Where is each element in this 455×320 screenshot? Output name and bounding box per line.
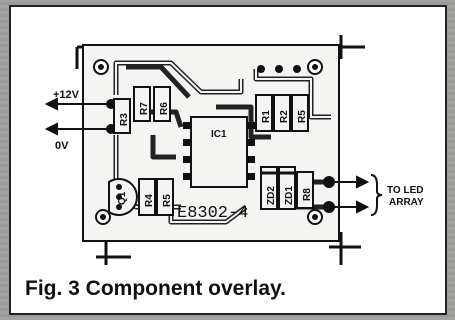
resistor-r3: R3 <box>113 98 131 134</box>
output-label-line1: TO LED <box>387 185 423 196</box>
resistor-r4: R4 <box>138 178 156 216</box>
resistor-block <box>257 65 301 73</box>
input-leads <box>44 97 111 136</box>
resistor-r2: R2 <box>273 94 291 132</box>
figure: +12V 0V R3 R7 R6 IC1 <box>9 5 447 315</box>
resistor-r6: R6 <box>153 86 171 122</box>
resistor-r5: R5 <box>291 94 309 132</box>
output-leads <box>323 174 383 216</box>
resistor-r1: R1 <box>255 94 273 132</box>
svg-text:R5: R5 <box>162 194 173 207</box>
svg-text:R3: R3 <box>119 113 130 126</box>
transistor-q1: Q1 <box>108 178 138 216</box>
supply-ground-label: 0V <box>55 140 69 152</box>
svg-text:R1: R1 <box>261 110 272 123</box>
svg-text:Q1: Q1 <box>117 191 128 205</box>
component-overlay-diagram: +12V 0V R3 R7 R6 IC1 <box>44 35 426 265</box>
svg-text:R6: R6 <box>159 102 170 115</box>
svg-text:ZD1: ZD1 <box>284 186 295 205</box>
zener-zd1: ZD1 <box>278 166 296 210</box>
resistor-r8: R8 <box>296 171 314 209</box>
svg-text:R4: R4 <box>144 194 155 207</box>
ic1-label: IC1 <box>211 129 227 140</box>
output-label-line2: ARRAY <box>389 197 424 208</box>
svg-text:R8: R8 <box>302 188 313 201</box>
board-code-label: E8302-4 <box>177 204 248 223</box>
output-label: TO LED ARRAY <box>387 185 426 208</box>
caption-bar: Fig. 3 Component overlay. <box>11 269 445 313</box>
resistor-r5-lower: R5 <box>156 178 174 216</box>
svg-text:ZD2: ZD2 <box>266 186 277 205</box>
supply-positive-label: +12V <box>53 89 80 101</box>
zener-zd2: ZD2 <box>260 166 278 210</box>
svg-text:R2: R2 <box>279 110 290 123</box>
ic1-package: IC1 <box>183 116 255 188</box>
resistor-r7: R7 <box>133 86 151 122</box>
svg-text:R7: R7 <box>139 102 150 115</box>
mounting-holes <box>93 59 323 225</box>
figure-caption: Fig. 3 Component overlay. <box>25 277 286 300</box>
svg-text:R5: R5 <box>297 110 308 123</box>
